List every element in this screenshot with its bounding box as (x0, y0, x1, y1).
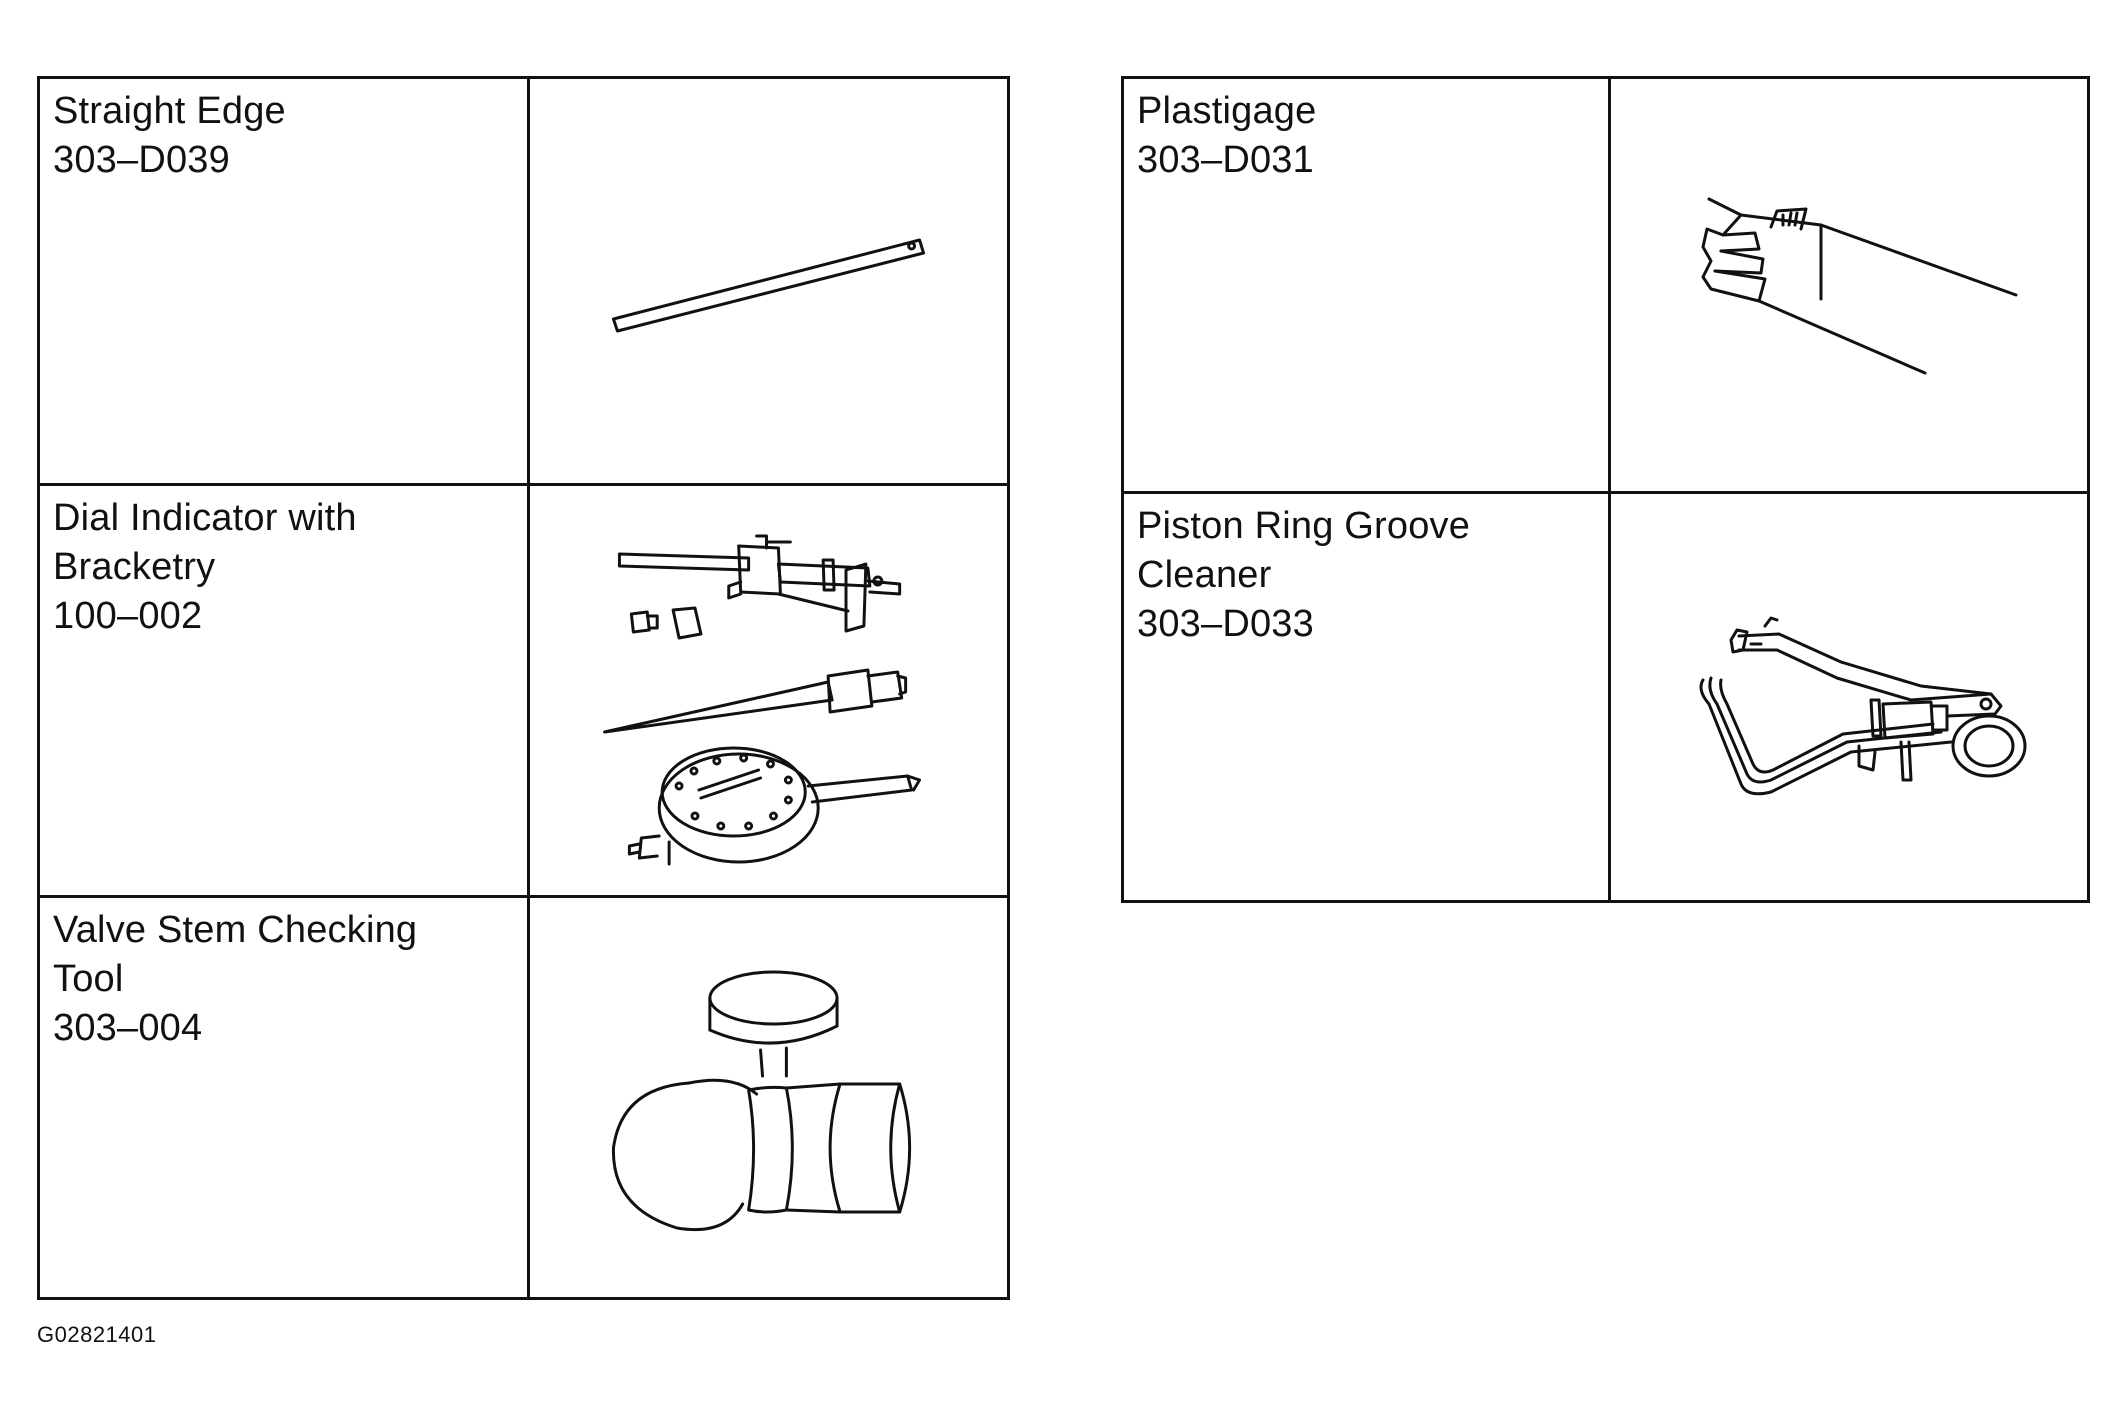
tool-label-plastigage: Plastigage 303–D031 (1124, 79, 1611, 494)
tool-name-line: Piston Ring Groove (1137, 505, 1471, 547)
figure-code: G02821401 (37, 1322, 157, 1347)
tool-name-line: Straight Edge (53, 90, 286, 132)
tool-image-straight-edge (530, 79, 1007, 486)
special-tools-table-right: Plastigage 303–D031 Piston Ring Groove C (1121, 76, 2090, 903)
tool-part-number: 303–D031 (1137, 139, 1314, 181)
tool-part-number: 100–002 (53, 595, 203, 637)
tool-image-piston-ring-groove-cleaner (1611, 494, 2087, 900)
plastigage-icon (1701, 197, 2018, 375)
tool-part-number: 303–D039 (53, 139, 230, 181)
tool-label-piston-ring-groove-cleaner: Piston Ring Groove Cleaner 303–D033 (1124, 494, 1611, 900)
tool-name-line: Tool (53, 958, 124, 1000)
straight-edge-icon (611, 238, 926, 333)
tool-image-valve-stem-checking-tool (530, 898, 1007, 1297)
tool-name-line: Cleaner (1137, 554, 1272, 596)
tool-label-dial-indicator: Dial Indicator with Bracketry 100–002 (40, 486, 530, 898)
tool-image-dial-indicator (530, 486, 1007, 898)
valve-stem-checking-tool-icon (611, 970, 912, 1232)
tool-image-plastigage (1611, 79, 2087, 494)
tool-label-straight-edge: Straight Edge 303–D039 (40, 79, 530, 486)
tool-name-line: Valve Stem Checking (53, 909, 418, 951)
tool-part-number: 303–004 (53, 1007, 203, 1049)
tool-part-number: 303–D033 (1137, 603, 1314, 645)
tool-name-line: Bracketry (53, 546, 216, 588)
tool-name-line: Plastigage (1137, 90, 1317, 132)
tool-label-valve-stem-checking-tool: Valve Stem Checking Tool 303–004 (40, 898, 530, 1297)
piston-ring-groove-cleaner-icon (1699, 616, 2027, 796)
special-tools-table-left: Straight Edge 303–D039 Dial Indicator wi… (37, 76, 1010, 1300)
dial-indicator-icon (603, 534, 922, 866)
tool-name-line: Dial Indicator with (53, 497, 357, 539)
